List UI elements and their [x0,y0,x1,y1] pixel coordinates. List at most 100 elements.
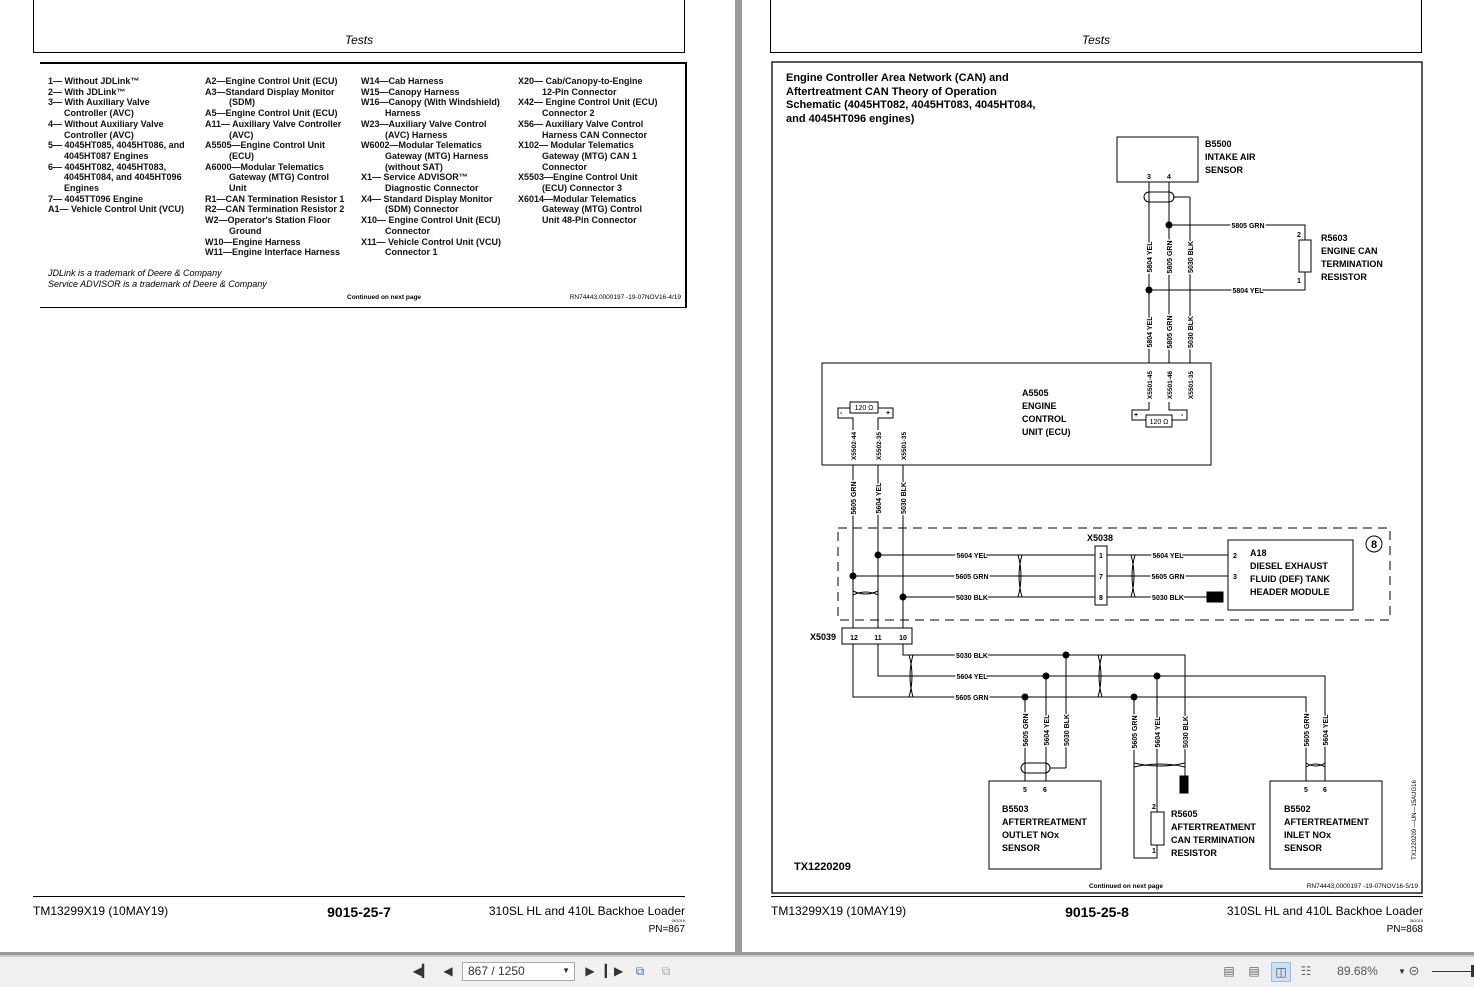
pdf-page-868: Tests Engine Controller Area Network (CA… [742,0,1474,952]
x5039-labels: X5039 12 11 10 [810,632,907,642]
legend-entry: W14—Cab Harness [361,76,444,86]
r5603-label: R5603 ENGINE CAN TERMINATION RESISTOR 2 … [1297,232,1383,285]
svg-text:X5501-35: X5501-35 [901,432,908,461]
svg-text:X5039: X5039 [810,632,836,642]
svg-text:5605 GRN: 5605 GRN [1132,715,1139,748]
svg-text:Continued on next page: Continued on next page [1089,883,1163,890]
forward-view-icon[interactable]: ⧉ [661,963,671,978]
legend-entry: X42— Engine Control Unit (ECU) Connector… [518,97,658,119]
svg-text:5030 BLK: 5030 BLK [1183,716,1190,748]
legend-entry: X10— Engine Control Unit (ECU) Connector [361,215,501,236]
svg-text:Aftertreatment CAN Theory of O: Aftertreatment CAN Theory of Operation [786,86,997,98]
x5038-connector [1094,545,1108,606]
manual-title: 310SL HL and 410L Backhoe Loader [488,904,685,918]
svg-text:-: - [1181,412,1184,419]
b5500-label: B5500 INTAKE AIR SENSOR 3 4 [1147,139,1256,181]
svg-text:5804 YEL: 5804 YEL [1147,316,1154,348]
svg-text:3: 3 [1233,574,1237,581]
legend-entry: W11—Engine Interface Harness [205,247,341,258]
legend-entry: 1— Without JDLink™ [48,76,140,86]
svg-text:5604 YEL: 5604 YEL [876,482,883,514]
legend-entry: X4— Standard Display Monitor (SDM) Conne… [361,193,493,215]
ecu-resistor-right-icon [1145,414,1173,428]
svg-text:5030 BLK: 5030 BLK [901,482,908,514]
next-page-icon[interactable]: ▶ [585,964,595,978]
svg-text:ENGINE: ENGINE [1022,401,1057,411]
svg-text:B5502: B5502 [1284,804,1311,814]
svg-text:TX1220209: TX1220209 [794,861,851,873]
chevron-down-icon[interactable]: ▼ [562,966,570,975]
zoom-slider[interactable] [1432,962,1474,980]
zoom-out-icon[interactable]: ⊝ [1408,963,1420,978]
page-number: 9015-25-8 [1065,904,1129,920]
callout-circle [1365,535,1383,553]
svg-text:5604 YEL: 5604 YEL [956,553,988,560]
svg-text:UNIT (ECU): UNIT (ECU) [1022,427,1071,437]
header-title: Tests [344,33,374,47]
page-number-input[interactable]: 867 / 1250 ▼ [462,962,575,981]
svg-text:A5505: A5505 [1022,388,1049,398]
prev-page-icon[interactable]: ◀ [443,964,453,978]
svg-text:3: 3 [1147,174,1151,181]
continuous-icon[interactable]: ▤ [1248,964,1260,978]
svg-text:HEADER MODULE: HEADER MODULE [1250,587,1330,597]
date-code: 061019 [1409,918,1423,923]
reference-id: RN74443,0000197 -19-07NOV16-4/19 [569,294,681,301]
two-page-continuous-icon[interactable]: ☷ [1300,964,1312,978]
aftertreatment-wire-labels: 5030 BLK 5604 YEL 5605 GRN 5605 GRN 5604… [954,652,1332,751]
splice-dot [849,572,857,580]
doc-id: TM13299X19 (10MAY19) [771,904,907,918]
pn-number: PN=867 [648,924,685,935]
legend-entry: 7— 4045TT096 Engine [48,193,144,204]
legend-entry: A5505—Engine Control Unit (ECU) [205,140,326,161]
single-page-icon[interactable]: ▤ [1223,964,1235,978]
page-footer: TM13299X19 (10MAY19) 9015-25-8 310SL HL … [771,896,1423,937]
x5039-connector [841,627,913,645]
resistor-wires [1149,224,1306,291]
svg-text:5: 5 [1023,787,1027,794]
svg-text:X5501-46: X5501-46 [1167,371,1174,400]
sensor-wires [1148,182,1191,363]
svg-text:CONTROL: CONTROL [1022,414,1067,424]
last-page-icon[interactable]: ▎▶ [604,964,624,978]
legend-column-4: X20— Cab/Canopy-to-Engine 12-Pin Connect… [518,76,678,226]
svg-text:DIESEL EXHAUST: DIESEL EXHAUST [1250,561,1328,571]
pn-number: PN=868 [1386,924,1423,935]
shield-icon [1020,762,1051,774]
page-number-value: 867 / 1250 [468,964,525,978]
svg-text:AFTERTREATMENT: AFTERTREATMENT [1284,817,1369,827]
legend-entry: 5— 4045HT085, 4045HT086, and 4045HT087 E… [48,140,185,161]
svg-text:RN74443,0000197 -19-07NOV16-5/: RN74443,0000197 -19-07NOV16-5/19 [1307,883,1419,890]
legend-entry: X1— Service ADVISOR™ Diagnostic Connecto… [361,172,479,194]
ecu-internal-resistor-wires [1131,402,1188,421]
svg-text:8: 8 [1371,539,1377,551]
sensor-labels: 5 6 B5503 AFTERTREATMENT OUTLET NOx SENS… [794,779,1418,890]
svg-text:5605 GRN: 5605 GRN [1151,574,1184,581]
aftertreatment-bus-wires [852,644,1326,782]
legend-entry: A2—Engine Control Unit (ECU) [205,76,338,86]
svg-text:and 4045HT096 engines): and 4045HT096 engines) [786,113,915,125]
ecu-label: A5505 ENGINE CONTROL UNIT (ECU) [1022,388,1071,437]
svg-text:X5502-44: X5502-44 [851,432,858,461]
legend-entry: W16—Canopy (With Windshield) Harness [361,97,500,119]
legend-entry: 6— 4045HT082, 4045HT083, 4045HT084, and … [48,161,182,194]
svg-text:FLUID (DEF) TANK: FLUID (DEF) TANK [1250,574,1330,584]
zoom-level[interactable]: 89.68% [1337,964,1378,978]
b5502-box [1269,780,1383,870]
two-page-icon[interactable]: ◫ [1271,962,1291,982]
shield-icon [1143,191,1175,203]
svg-text:AFTERTREATMENT: AFTERTREATMENT [1171,822,1256,832]
back-view-icon[interactable]: ⧉ [635,963,645,978]
splice-dots [1021,651,1161,701]
ecu-internal-resistor-wires [837,407,894,430]
svg-text:TX1220209 —UN—15AUG16: TX1220209 —UN—15AUG16 [1412,779,1418,859]
first-page-icon[interactable]: ◀▎ [412,964,432,978]
page-number: 9015-25-7 [327,904,391,920]
def-wires [853,554,1228,598]
zoom-dropdown-icon[interactable]: ▼ [1398,966,1406,976]
svg-text:5604 YEL: 5604 YEL [1152,553,1184,560]
svg-text:SENSOR: SENSOR [1205,165,1244,175]
svg-text:5605 GRN: 5605 GRN [1023,713,1030,746]
svg-text:1: 1 [1099,553,1103,560]
